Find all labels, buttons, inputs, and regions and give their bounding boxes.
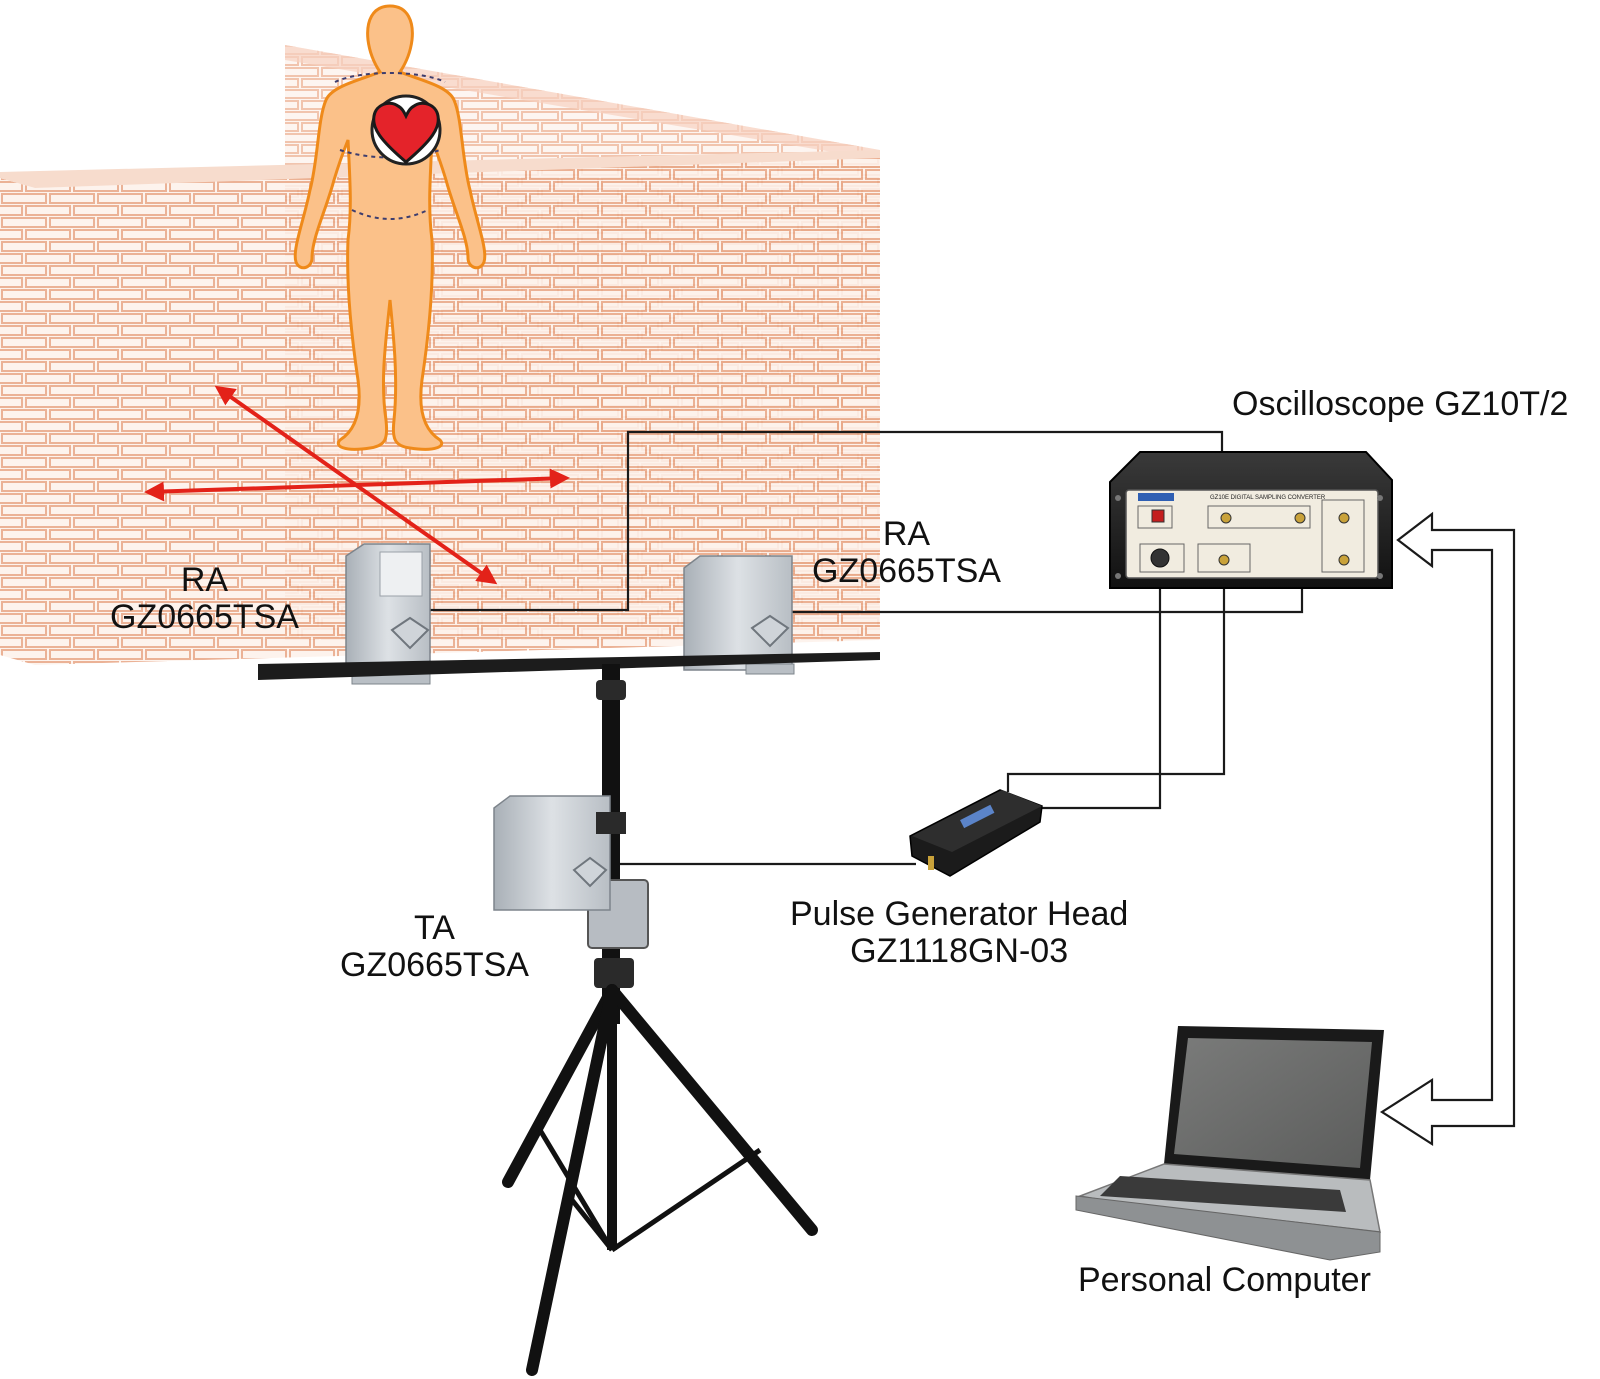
pulse-generator-device — [909, 789, 1043, 877]
ta-label: TA GZ0665TSA — [340, 910, 529, 983]
ra-left-model: GZ0665TSA — [110, 597, 299, 636]
computer-label: Personal Computer — [1078, 1261, 1371, 1299]
laptop-device — [1075, 1026, 1384, 1261]
ra-left-type: RA — [180, 561, 229, 599]
ra-right-type: RA — [882, 515, 931, 553]
ta-model: GZ0665TSA — [340, 945, 529, 984]
data-link-arrow — [1379, 511, 1516, 1147]
tripod-stand — [258, 652, 880, 1376]
oscilloscope-label: Oscilloscope GZ10T/2 — [1232, 385, 1569, 423]
ra-right-model: GZ0665TSA — [812, 551, 1001, 590]
pulse-generator-model: GZ1118GN-03 — [850, 931, 1069, 970]
oscilloscope-panel-title: GZ10E DIGITAL SAMPLING CONVERTER — [1210, 495, 1326, 501]
heart-icon — [370, 94, 442, 166]
ra-right-label: RA GZ0665TSA — [812, 516, 1001, 589]
ra-right-antenna — [683, 555, 795, 675]
motion-arrows — [144, 385, 570, 585]
ta-antenna — [493, 795, 626, 911]
ta-type: TA — [414, 909, 455, 947]
pulse-generator-label: Pulse Generator Head GZ1118GN-03 — [790, 896, 1128, 969]
oscilloscope-device: GZ10E DIGITAL SAMPLING CONVERTER — [1109, 451, 1393, 589]
pulse-generator-name: Pulse Generator Head — [790, 895, 1129, 933]
ra-left-label: RA GZ0665TSA — [110, 562, 299, 635]
